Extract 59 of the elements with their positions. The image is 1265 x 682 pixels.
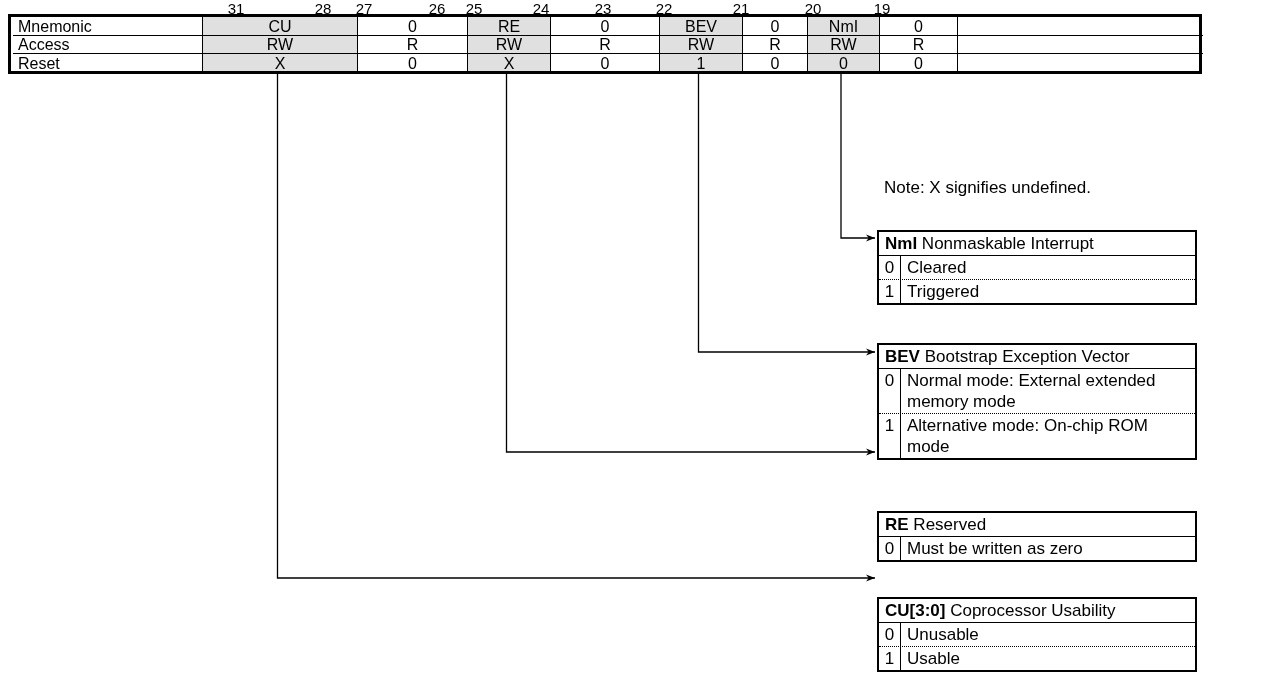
bit-value: 0: [879, 369, 901, 413]
bit-number: 23: [594, 0, 612, 17]
register-field-column: [203, 17, 358, 71]
register-field-column: [808, 17, 880, 71]
reset-value: 0: [880, 54, 958, 73]
bit-description-panel: [877, 597, 1197, 672]
field-name: RE: [468, 17, 550, 36]
bit-number: 25: [465, 0, 483, 17]
field-name: NmI: [808, 17, 879, 36]
field-name: BEV: [660, 17, 742, 36]
bit-value: 1: [879, 280, 901, 303]
reset-value: 1: [695, 54, 707, 73]
register-field-column: [468, 17, 551, 71]
field-title: BEV Bootstrap Exception Vector: [879, 345, 1195, 369]
bit-number: 31: [227, 0, 245, 17]
leader-arrow: [505, 73, 876, 456]
bit-number: 22: [655, 0, 673, 17]
access-type: RW: [203, 36, 357, 54]
row-header: Access: [13, 36, 203, 54]
bit-number: 19: [873, 0, 891, 17]
value-description: Unusable: [906, 624, 980, 646]
bit-value: 1: [879, 414, 901, 458]
value-description: Alternative mode: On-chip ROM mode: [906, 415, 1149, 458]
bit-description-panel: [877, 343, 1197, 460]
access-type: RW: [468, 36, 550, 54]
bit-number: 26: [428, 0, 446, 17]
leader-arrow: [840, 73, 876, 242]
access-type: RW: [808, 36, 879, 54]
reset-value: X: [502, 54, 516, 73]
bit-number: 27: [355, 0, 373, 17]
reset-value: 0: [838, 54, 849, 73]
bit-description-panel: [877, 511, 1197, 562]
value-description: Triggered: [906, 281, 981, 303]
bit-value: 0: [879, 623, 901, 646]
field-name: CU: [203, 17, 357, 36]
bit-value: 0: [879, 537, 901, 560]
access-type: RW: [660, 36, 742, 54]
leader-arrow: [276, 73, 876, 582]
field-name: 0: [880, 17, 958, 36]
access-type: R: [880, 36, 958, 54]
field-title: RE Reserved: [879, 513, 1195, 537]
bit-description-panel: [877, 230, 1197, 305]
note-text: Note: X signifies undefined.: [884, 178, 1091, 198]
bit-number: 20: [804, 0, 822, 17]
value-description: Usable: [906, 648, 961, 670]
bit-number: 28: [314, 0, 332, 17]
value-description: Must be written as zero: [906, 538, 1084, 560]
bit-number: 21: [732, 0, 750, 17]
bit-number: 24: [532, 0, 550, 17]
field-title: CU[3:0] Coprocessor Usability: [879, 599, 1195, 623]
register-field-column: [660, 17, 743, 71]
field-title: NmI Nonmaskable Interrupt: [879, 232, 1195, 256]
reset-value: X: [273, 54, 287, 73]
value-description: Cleared: [906, 257, 968, 279]
value-description: Normal mode: External extended memory mode: [906, 370, 1157, 413]
row-header: Mnemonic: [13, 17, 203, 36]
leader-arrow: [697, 73, 876, 356]
bit-value: 1: [879, 647, 901, 670]
bit-value: 0: [879, 256, 901, 279]
